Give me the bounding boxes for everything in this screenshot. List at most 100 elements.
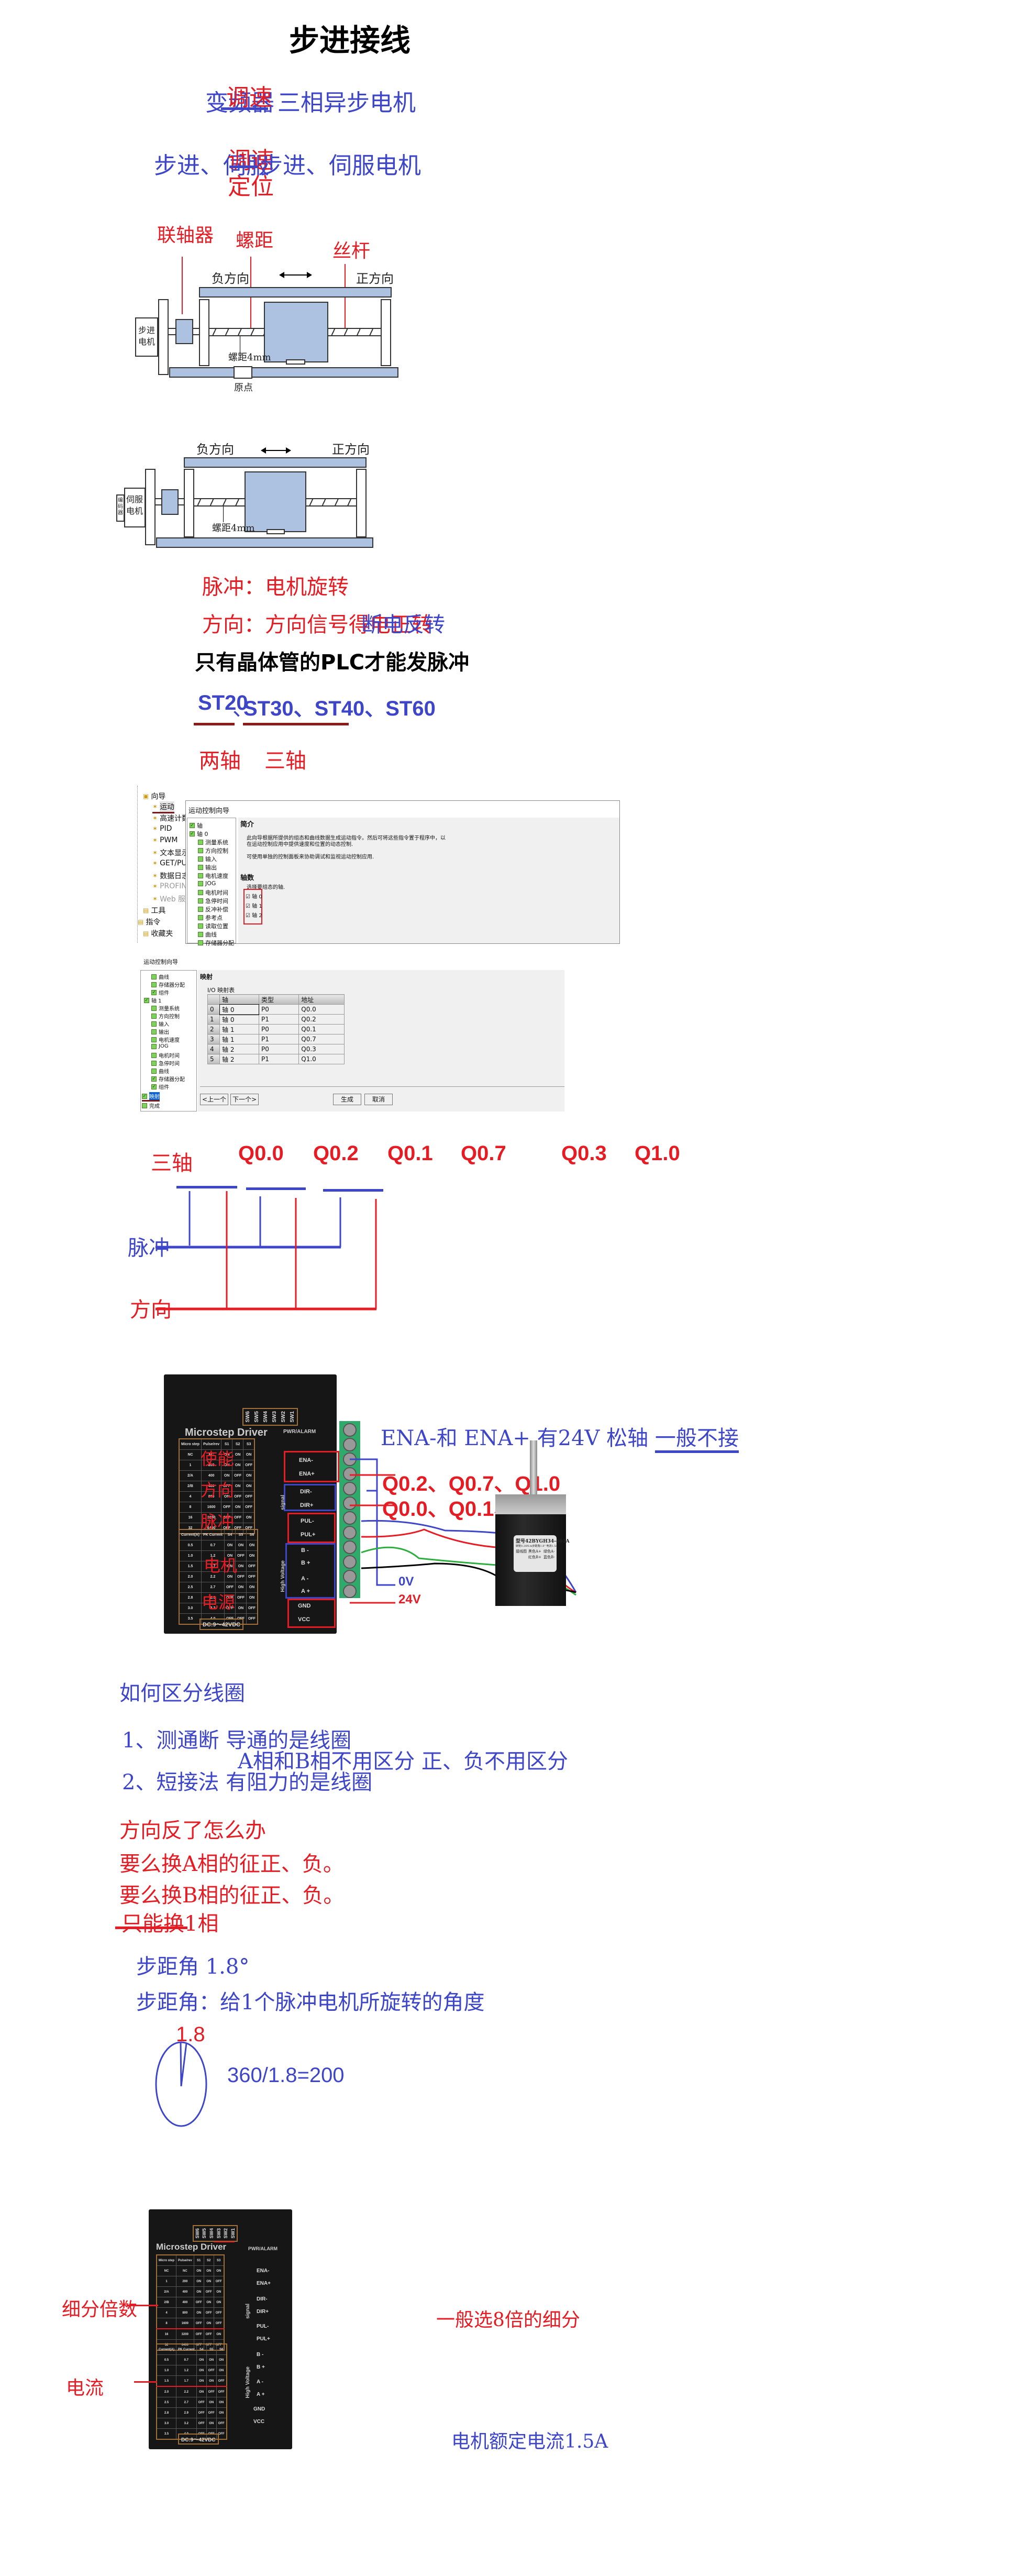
servo-speed-label: 调速 xyxy=(228,147,274,174)
nav-item[interactable]: 方向控制 xyxy=(198,846,228,855)
status-icon xyxy=(151,982,157,987)
motion-wizard-mapping-screenshot: 运动控制向导 曲线 存储器分配 ✓组件 ✓轴 1 测量系统 方向控制 输入 输出… xyxy=(140,956,564,1114)
nav-item[interactable]: 测量系统 xyxy=(198,838,228,846)
generate-button[interactable]: 生成 xyxy=(333,1094,361,1105)
nav-item[interactable]: 输出 xyxy=(198,863,217,872)
motor-overlay: 电机 xyxy=(204,1556,238,1576)
nav-axis0[interactable]: ✓轴 0 xyxy=(190,831,208,838)
nav-item[interactable]: 电机时间 xyxy=(198,888,228,897)
pin-gnd: GND xyxy=(298,1603,311,1609)
right-bearing xyxy=(356,469,367,537)
nav-axes[interactable]: ✓轴 xyxy=(190,822,203,829)
servo-motor-label: 伺服 电机 xyxy=(126,494,143,516)
cancel-button[interactable]: 取消 xyxy=(364,1094,393,1105)
origin-label: 原点 xyxy=(234,382,253,393)
pin-ena-minus: ENA- xyxy=(299,1457,313,1463)
dip-switch-labels: SW6 SW5 SW4 SW3 SW2 SW1 xyxy=(242,1408,298,1426)
microstep-driver-photo: SW6 SW5 SW4 SW3 SW2 SW1 Microstep Driver… xyxy=(164,1374,339,1634)
axes-prompt: 选择要组态的轴. xyxy=(247,885,285,890)
nav-item[interactable]: ✓组件 xyxy=(151,1084,169,1091)
nav-item[interactable]: 电机速度 xyxy=(151,1036,180,1043)
nav-item[interactable]: JOG xyxy=(198,880,216,887)
pin-a-minus: A - xyxy=(301,1576,309,1582)
microstep-driver-photo-2: SW6 SW5 SW4 SW3 SW2 SW1 Microstep Driver… xyxy=(149,2209,292,2449)
tree-item-motion[interactable]: ✶运动 xyxy=(152,801,175,813)
tree-item-instructions[interactable]: ▤指令 xyxy=(138,918,161,927)
wizard-title: 运动控制向导 xyxy=(143,959,178,965)
pin-b-minus: B - xyxy=(301,1547,309,1554)
output-q0-1: Q0.1 xyxy=(387,1142,433,1165)
nav-item[interactable]: 输入 xyxy=(151,1020,169,1028)
nav-item[interactable]: ✓存储器分配 xyxy=(151,1076,185,1083)
current-pointer xyxy=(134,2381,157,2383)
nav-item[interactable]: 存储器分配 xyxy=(151,981,185,988)
axes-heading: 轴数 xyxy=(240,874,254,882)
tree-item-wizard[interactable]: ▣向导 xyxy=(143,792,166,801)
origin-sensor xyxy=(234,366,252,379)
nav-mapping[interactable]: ✓映射 xyxy=(142,1092,160,1102)
status-icon xyxy=(198,907,203,912)
coils-heading: 如何区分线圈 xyxy=(119,1681,245,1705)
three-axis-label: 三轴 xyxy=(264,749,306,773)
nav-complete[interactable]: 完成 xyxy=(142,1102,160,1109)
axis2-checkbox[interactable]: ☑ 轴 2 xyxy=(246,913,262,919)
tree-item-pid[interactable]: ✶PID xyxy=(152,824,172,833)
nav-item[interactable]: 急停时间 xyxy=(198,897,228,905)
nav-item[interactable]: 曲线 xyxy=(198,930,217,939)
rated-current-note: 电机额定电流1.5A xyxy=(451,2431,608,2452)
nav-item[interactable]: 参考点 xyxy=(198,913,223,922)
nav-item[interactable]: 电机时间 xyxy=(151,1051,180,1059)
tree-item-pwm[interactable]: ✶PWM xyxy=(152,836,178,844)
tree-item-getput[interactable]: ✶GET/PUT xyxy=(152,859,192,867)
nav-item[interactable]: 急停时间 xyxy=(151,1059,180,1067)
tree-item-favorites[interactable]: ▤收藏夹 xyxy=(143,930,173,938)
nav-item[interactable]: 曲线 xyxy=(151,973,169,981)
wizard-nav-tree: ✓轴 ✓轴 0 测量系统 方向控制 输入 输出 电机速度 JOG 电机时间 急停… xyxy=(187,818,236,946)
motion-wizard-intro-screenshot: ▣向导 ✶运动 ✶高速计数器 ✶PID ✶PWM ✶文本显示 ✶GET/PUT … xyxy=(137,786,620,946)
output-q1-0: Q1.0 xyxy=(635,1142,680,1165)
driver-brand: Microstep Driver xyxy=(156,2242,227,2252)
nav-item[interactable]: 输出 xyxy=(151,1028,169,1036)
coupling xyxy=(175,319,193,344)
tree-item-tools[interactable]: ▤工具 xyxy=(143,907,166,915)
axis0-checkbox[interactable]: ☑ 轴 0 xyxy=(246,894,262,900)
prev-button[interactable]: <上一个 xyxy=(200,1094,228,1105)
nav-item[interactable]: 读取位置 xyxy=(198,922,228,930)
next-button[interactable]: 下一个> xyxy=(230,1094,259,1105)
status-icon xyxy=(151,1052,157,1058)
status-icon xyxy=(151,1013,157,1019)
nav-item[interactable]: ✓组件 xyxy=(151,989,169,996)
nav-axis1[interactable]: ✓轴 1 xyxy=(144,997,162,1004)
tree-item-text-display[interactable]: ✶文本显示 xyxy=(152,849,190,857)
nav-item[interactable]: 曲线 xyxy=(151,1067,169,1075)
nav-item[interactable]: 存储器分配 xyxy=(198,939,234,947)
base-rail xyxy=(156,537,373,548)
subdivision-note: 一般选8倍的细分 xyxy=(436,2309,580,2331)
nav-item[interactable]: 输入 xyxy=(198,855,217,863)
nav-item[interactable]: 测量系统 xyxy=(151,1004,180,1012)
nav-item[interactable]: 电机速度 xyxy=(198,872,228,880)
output-q0-3: Q0.3 xyxy=(561,1142,607,1165)
power-overlay: 电源 xyxy=(202,1592,236,1612)
nav-item[interactable]: 反冲补偿 xyxy=(198,905,228,913)
nav-item[interactable]: 方向控制 xyxy=(151,1012,180,1020)
direction-bus-label: 方向 xyxy=(130,1298,172,1322)
checkbox-icon: ✓ xyxy=(190,831,195,836)
steps-formula: 360/1.8=200 xyxy=(227,2064,345,2087)
zero-volt-label: 0V xyxy=(398,1575,414,1589)
status-icon xyxy=(151,1029,157,1034)
nav-item[interactable]: JOG xyxy=(151,1043,169,1049)
tree-item-datalog[interactable]: ✶数据日志 xyxy=(152,872,190,880)
pul-frame xyxy=(287,1513,336,1543)
dip-switch-labels: SW6 SW5 SW4 SW3 SW2 SW1 xyxy=(193,2225,238,2242)
axis1-checkbox[interactable]: ☑ 轴 1 xyxy=(246,904,262,909)
leadscrew-left xyxy=(194,498,245,507)
ena-note-emphasis: 一般不接 xyxy=(654,1426,739,1453)
